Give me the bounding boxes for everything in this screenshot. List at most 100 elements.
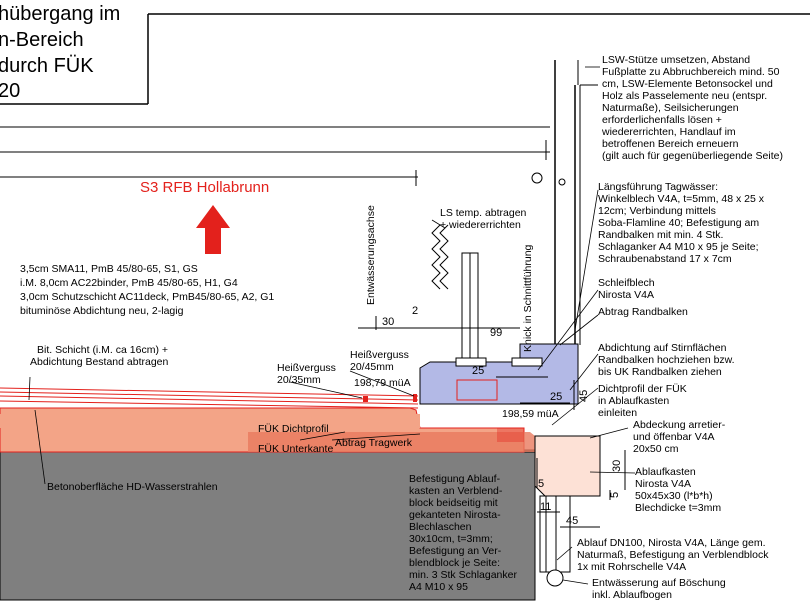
abdeckung-1: Abdeckung arretier-	[633, 419, 726, 431]
ablauf-1: Ablauf DN100, Nirosta V4A, Länge gem.	[577, 537, 766, 549]
befestigung-4: gekanteten Nirosta-	[409, 509, 501, 521]
heissverguss-1-a: Heißverguss	[277, 362, 336, 374]
lsw-1: LSW-Stütze umsetzen, Abstand	[602, 54, 750, 66]
befestigung-7: Befestigung an Ver-	[409, 545, 502, 557]
ls-temp-note: LS temp. abtragen + wiedererrichten	[440, 207, 527, 231]
asphalt-layers	[0, 387, 540, 453]
abdichtung-3: bis UK Randbalken ziehen	[598, 366, 722, 378]
title-line-4: 20	[0, 80, 20, 102]
fuek-dichtprofil: FÜK Dichtprofil	[258, 423, 329, 435]
dim-45v: 45	[578, 390, 590, 402]
lsw-4: Holz als Passelemente neu (entspr.	[602, 90, 767, 102]
heissverguss-2-a: Heißverguss	[350, 349, 409, 361]
dim-25a: 25	[472, 365, 484, 377]
lsw-8: betroffenen Bereich erneuern	[602, 138, 739, 150]
abtrag-tragwerk: Abtrag Tragwerk	[335, 437, 413, 449]
ablaufkasten-1: Ablaufkasten	[635, 466, 696, 478]
dim-2: 2	[412, 305, 418, 317]
befestigung-3: block beidseitig mit	[409, 497, 498, 509]
ablaufkasten	[534, 435, 601, 587]
befestigung-5: Blechlaschen	[409, 521, 472, 533]
ablauf-3: 1x mit Rohrschelle V4A	[577, 561, 686, 573]
befestigung-6: 30x10cm, t=3mm;	[409, 533, 493, 545]
befestigung-8: blendblock je Seite:	[409, 557, 500, 569]
laengs-4: Soba-Flamline 40; Befestigung am	[598, 217, 759, 229]
leader-lines	[28, 66, 636, 585]
lsw-5: Naturmaße), Seilsicherungen	[602, 102, 739, 114]
fuek-unterkante: FÜK Unterkante	[258, 443, 333, 455]
layer-1: 3,5cm SMA11, PmB 45/80-65, S1, GS	[20, 263, 198, 275]
title-block: hübergang im n-Bereich durch FÜK 20	[0, 3, 810, 105]
lsw-9: (gilt auch für gegenüberliegende Seite)	[602, 150, 783, 162]
left-notes: Bit. Schicht (i.M. ca 16cm) + Abdichtung…	[30, 344, 559, 493]
ls-temp-2: + wiedererrichten	[440, 219, 521, 231]
dimension-text: 30 2 99 25 25 45 30 5 5 11 45	[382, 305, 623, 527]
ls-temp-1: LS temp. abtragen	[440, 207, 527, 219]
bit-schicht-note-2: Abdichtung Bestand abtragen	[30, 356, 169, 368]
laengs-6: Schlaganker A4 M10 x 95 je Seite;	[598, 241, 759, 253]
direction-arrow-icon	[196, 205, 230, 254]
knick-label: Knick in Schnittführung	[522, 244, 534, 352]
blue-block	[363, 343, 579, 405]
schleif-1: Schleifblech	[598, 277, 655, 289]
laengs-5: Randbalken mit min. 4 Stk.	[598, 229, 723, 241]
entw-boeschung-1: Entwässerung auf Böschung	[592, 577, 726, 589]
abdichtung-2: Randbalken hochziehen bzw.	[598, 354, 735, 366]
laengs-2: Winkelblech V4A, t=5mm, 48 x 25 x	[598, 193, 765, 205]
ablaufkasten-4: Blechdicke t=3mm	[635, 502, 721, 514]
title-line-2: n-Bereich	[0, 29, 84, 51]
abdichtung-1: Abdichtung auf Stirnflächen	[598, 342, 727, 354]
layer-notes: 3,5cm SMA11, PmB 45/80-65, S1, GS i.M. 8…	[20, 263, 274, 317]
dim-30: 30	[382, 316, 394, 328]
laengs-1: Längsführung Tagwässer:	[598, 181, 718, 193]
bit-schicht-note-1: Bit. Schicht (i.M. ca 16cm) +	[37, 344, 168, 356]
befestigung-1: Befestigung Ablauf-	[409, 473, 501, 485]
heissverguss-1-b: 20/35mm	[277, 374, 321, 386]
befestigung-10: A4 M10 x 95	[409, 581, 468, 593]
befestigung-9: min. 3 Stk Schlaganker	[409, 569, 517, 581]
title-line-3: durch FÜK	[0, 55, 94, 77]
lsw-7: wiedererrichten, Handlauf im	[601, 126, 736, 138]
dim-5b: 5	[609, 492, 621, 498]
abdeckung-3: 20x50 cm	[633, 443, 679, 455]
dimension-lines	[358, 327, 626, 528]
dichtprofil-3: einleiten	[598, 407, 637, 419]
schleif-2: Nirosta V4A	[598, 289, 654, 301]
title-line-1: hübergang im	[0, 3, 120, 25]
ablaufkasten-3: 50x45x30 (l*b*h)	[635, 490, 713, 502]
ablaufkasten-2: Nirosta V4A	[635, 478, 691, 490]
abdeckung-2: und öffenbar V4A	[633, 431, 715, 443]
dim-45h: 45	[566, 515, 578, 527]
entwaesserungsachse-label: Entwässerungsachse	[365, 205, 377, 305]
dichtprofil-2: in Ablaufkasten	[598, 395, 669, 407]
direction-label: S3 RFB Hollabrunn	[140, 179, 269, 196]
reference-lines	[0, 126, 550, 330]
level-a: 198,79 müA	[354, 377, 411, 389]
dichtprofil-1: Dichtprofil der FÜK	[598, 383, 687, 395]
dim-99: 99	[490, 327, 502, 339]
abtrag-randbalken: Abtrag Randbalken	[598, 306, 688, 318]
befestigung-2: kasten an Verblend-	[409, 485, 503, 497]
lsw-posts	[531, 60, 598, 345]
dim-5a: 5	[538, 478, 544, 490]
level-b: 198,59 müA	[502, 408, 559, 420]
layer-3: 3,0cm Schutzschicht AC11deck, PmB45/80-6…	[20, 291, 274, 303]
lsw-2: Fußplatte zu Abbruchbereich mind. 50	[602, 66, 780, 78]
lsw-3: cm, LSW-Elemente Betonsockel und	[602, 78, 773, 90]
laengs-3: 12cm; Verbindung mittels	[598, 205, 716, 217]
heissverguss-2-b: 20/45mm	[350, 361, 394, 373]
dim-30v: 30	[611, 460, 623, 472]
layer-2: i.M. 8,0cm AC22binder, PmB 45/80-65, H1,…	[20, 277, 238, 289]
right-notes: LSW-Stütze umsetzen, Abstand Fußplatte z…	[577, 54, 783, 601]
beton-note: Betonoberfläche HD-Wasserstrahlen	[47, 481, 218, 493]
layer-4: bituminöse Abdichtung neu, 2-lagig	[20, 305, 184, 317]
ablauf-2: Naturmaß, Befestigung an Verblendblock	[577, 549, 769, 561]
guardrail	[431, 224, 479, 366]
dim-11: 11	[540, 501, 551, 513]
befestigung-note: Befestigung Ablauf- kasten an Verblend- …	[409, 473, 517, 593]
lsw-6: erforderlichenfalls lösen +	[602, 114, 722, 126]
laengs-7: Schraubenabstand 17 x 7cm	[598, 253, 732, 265]
entw-boeschung-2: inkl. Ablaufbogen	[592, 589, 672, 601]
dim-25b: 25	[550, 391, 562, 403]
